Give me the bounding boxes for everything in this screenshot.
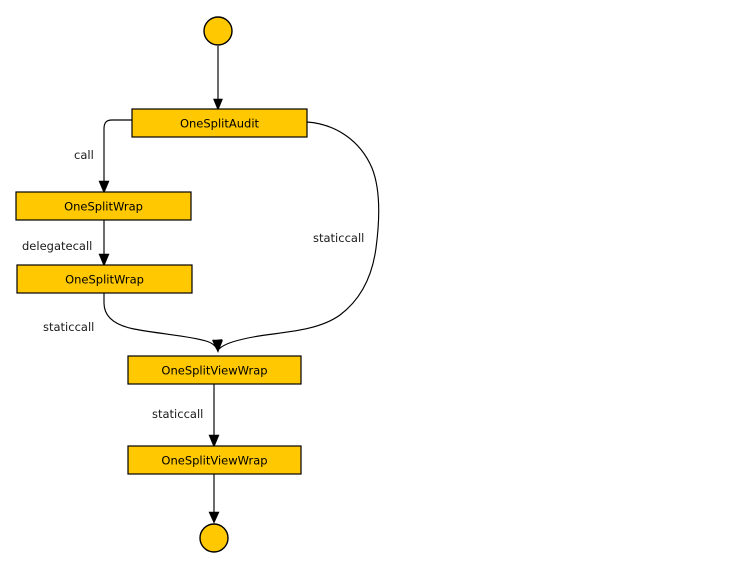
edge-onesplitaudit-to-onesplitviewwrap: staticcall xyxy=(212,121,380,353)
node-label: OneSplitViewWrap xyxy=(161,364,267,378)
edge-path xyxy=(103,293,218,350)
arrowhead-icon xyxy=(208,434,220,448)
edge-label-call: call xyxy=(74,148,94,162)
arrowhead-icon xyxy=(213,98,223,111)
edge-start-to-onesplitaudit xyxy=(213,46,223,111)
end-node[interactable] xyxy=(199,523,229,553)
edge-label-staticcall-right: staticcall xyxy=(313,231,364,245)
node-onesplitwrap-1[interactable]: OneSplitWrap xyxy=(15,191,192,221)
edge-onesplitwrap-to-onesplitviewwrap: staticcall xyxy=(43,293,223,353)
edge-label-staticcall-left: staticcall xyxy=(43,320,94,334)
node-onesplitviewwrap-1[interactable]: OneSplitViewWrap xyxy=(127,355,302,385)
node-label: OneSplitViewWrap xyxy=(161,454,267,468)
edge-onesplitviewwrap-to-end xyxy=(208,474,220,524)
node-onesplitviewwrap-2[interactable]: OneSplitViewWrap xyxy=(127,445,302,475)
edge-onesplitviewwrap-to-onesplitviewwrap: staticcall xyxy=(152,384,220,448)
start-node[interactable] xyxy=(203,16,233,46)
arrowhead-icon xyxy=(98,180,110,194)
arrowhead-icon xyxy=(208,511,220,524)
arrowhead-icon xyxy=(98,253,110,267)
edge-label-staticcall-bottom: staticcall xyxy=(152,407,203,421)
edge-onesplitwrap-to-onesplitwrap: delegatecall xyxy=(22,220,110,267)
node-box[interactable] xyxy=(131,108,308,138)
edge-path xyxy=(218,121,380,350)
node-box[interactable] xyxy=(127,445,302,475)
node-onesplitaudit[interactable]: OneSplitAudit xyxy=(131,108,308,138)
node-label: OneSplitWrap xyxy=(64,200,143,214)
edge-path xyxy=(103,119,132,186)
node-onesplitwrap-2[interactable]: OneSplitWrap xyxy=(16,264,193,294)
node-label: OneSplitWrap xyxy=(65,273,144,287)
node-box[interactable] xyxy=(16,264,193,294)
edge-onesplitaudit-to-onesplitwrap: call xyxy=(74,119,132,194)
node-label: OneSplitAudit xyxy=(180,117,260,131)
edge-label-delegatecall: delegatecall xyxy=(22,239,92,253)
arrowhead-icon xyxy=(212,339,223,353)
node-box[interactable] xyxy=(127,355,302,385)
node-box[interactable] xyxy=(15,191,192,221)
